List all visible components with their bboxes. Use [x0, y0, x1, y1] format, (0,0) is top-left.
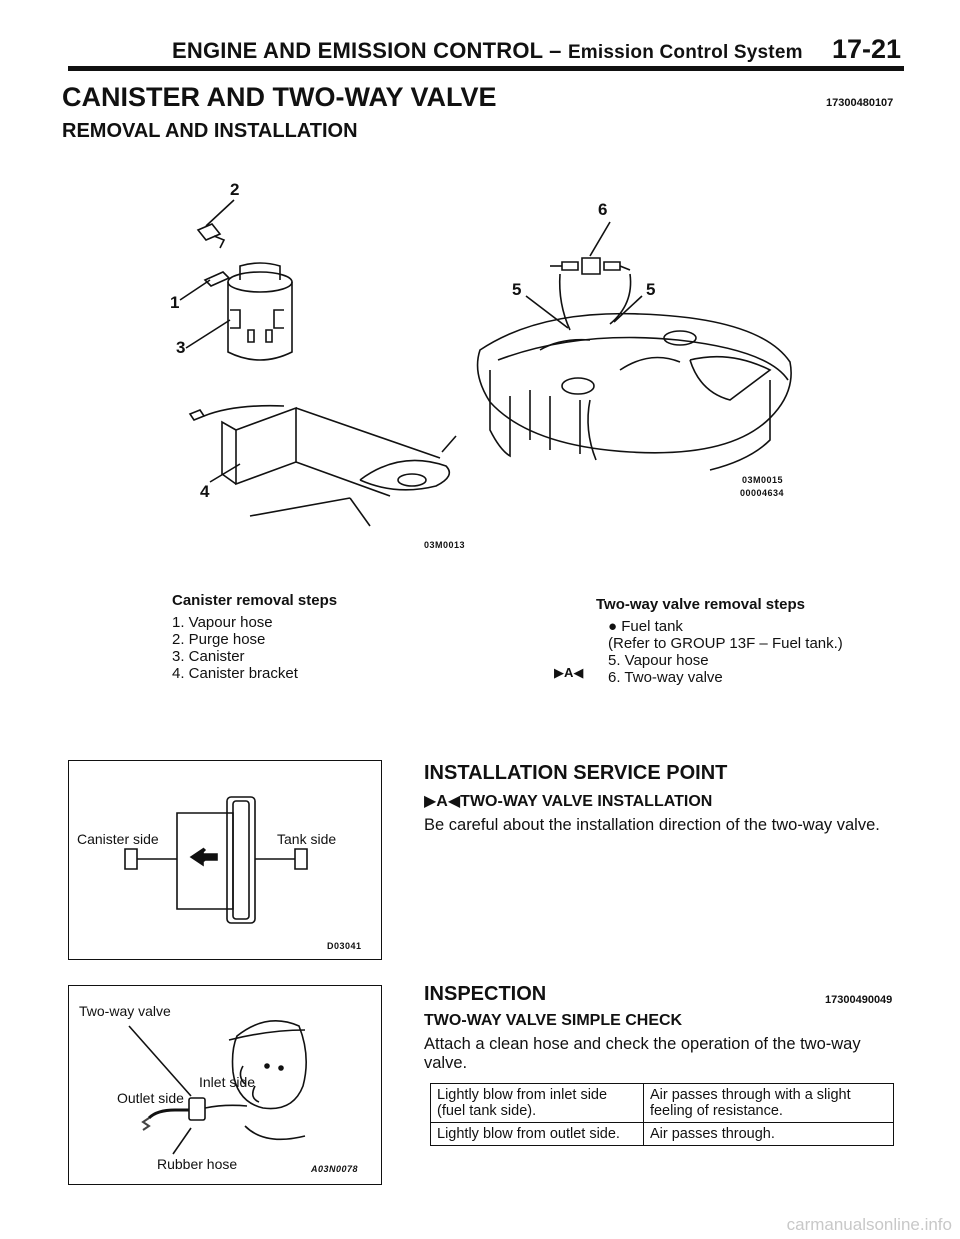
- header-title-separator: –: [542, 38, 568, 63]
- inspection-text: Attach a clean hose and check the operat…: [424, 1035, 861, 1072]
- tank-side-label: Tank side: [277, 831, 337, 847]
- valve-step-5: 5. Vapour hose: [608, 652, 709, 669]
- install-title: INSTALLATION SERVICE POINT: [424, 762, 728, 784]
- canister-step-2: 2. Purge hose: [172, 631, 266, 648]
- header-title: ENGINE AND EMISSION CONTROL – Emission C…: [172, 38, 803, 64]
- inspection-table: Lightly blow from inlet side (fuel tank …: [430, 1083, 895, 1146]
- valve-steps: Two-way valve removal steps ● Fuel tank …: [596, 596, 843, 686]
- inspection-subtitle: TWO-WAY VALVE SIMPLE CHECK: [424, 1012, 683, 1029]
- rubber-hose-label: Rubber hose: [157, 1156, 238, 1172]
- inspection-code: 17300490049: [825, 994, 893, 1006]
- fuel-tank-figure-code-2: 00004634: [740, 488, 785, 498]
- header-title-main: ENGINE AND EMISSION CONTROL: [172, 38, 543, 63]
- canister-steps-title: Canister removal steps: [172, 592, 338, 609]
- watermark: carmanualsonline.info: [786, 1215, 952, 1234]
- header-title-sub: Emission Control System: [567, 42, 803, 63]
- inspection-title: INSPECTION: [424, 983, 547, 1005]
- canister-step-4: 4. Canister bracket: [172, 665, 298, 682]
- valve-check-drawing: [69, 986, 381, 1184]
- install-subtitle-text: TWO-WAY VALVE INSTALLATION: [460, 793, 713, 810]
- callout-2: 2: [230, 180, 240, 199]
- inspection-action-1: Lightly blow from inlet side (fuel tank …: [430, 1083, 644, 1123]
- valve-direction-drawing: [69, 761, 381, 959]
- valve-direction-figure: Canister side Tank side D03041: [68, 760, 382, 960]
- valve-step-6-marker: ▶A◀: [554, 665, 584, 680]
- callout-3: 3: [176, 338, 186, 357]
- outlet-side-label: Outlet side: [117, 1090, 184, 1106]
- header-rule: [68, 66, 904, 71]
- valve-check-figure: Two-way valve Inlet side Outlet side Rub…: [68, 985, 382, 1185]
- canister-figure: 2 1 3 4: [150, 180, 480, 540]
- canister-drawing: [150, 180, 480, 540]
- callout-6: 6: [598, 200, 608, 219]
- valve-step-fuel-tank: ● Fuel tank: [608, 618, 683, 635]
- valve-step-6: 6. Two-way valve: [608, 669, 723, 686]
- canister-step-3: 3. Canister: [172, 648, 245, 665]
- inspection-action-2: Lightly blow from outlet side.: [430, 1122, 644, 1146]
- callout-4: 4: [200, 482, 210, 501]
- inlet-side-label: Inlet side: [199, 1074, 256, 1090]
- inspection-result-1: Air passes through with a slight feeling…: [642, 1083, 895, 1123]
- canister-step-1: 1. Vapour hose: [172, 614, 273, 631]
- canister-figure-code: 03M0013: [424, 540, 466, 550]
- valve-direction-figure-code: D03041: [327, 941, 362, 951]
- fuel-tank-drawing: [470, 200, 810, 500]
- two-way-valve-label: Two-way valve: [79, 1003, 171, 1019]
- callout-5-right: 5: [646, 280, 656, 299]
- callout-5-left: 5: [512, 280, 522, 299]
- callout-1: 1: [170, 293, 180, 312]
- valve-step-reference: (Refer to GROUP 13F – Fuel tank.): [608, 635, 843, 652]
- canister-side-label: Canister side: [77, 831, 159, 847]
- install-marker: ▶A◀: [424, 793, 461, 810]
- inspection-result-2: Air passes through.: [642, 1122, 895, 1146]
- valve-check-figure-code: A03N0078: [311, 1164, 359, 1174]
- section-subtitle: REMOVAL AND INSTALLATION: [62, 120, 358, 142]
- canister-steps: Canister removal steps 1. Vapour hose 2.…: [172, 592, 337, 682]
- valve-steps-title: Two-way valve removal steps: [596, 596, 805, 613]
- fuel-tank-figure-code-1: 03M0015: [742, 475, 784, 485]
- page-number: 17-21: [832, 34, 902, 64]
- table-row: Lightly blow from outlet side. Air passe…: [430, 1122, 895, 1146]
- section-code: 17300480107: [826, 97, 894, 109]
- install-text: Be careful about the installation direct…: [424, 816, 880, 834]
- install-subtitle: ▶A◀TWO-WAY VALVE INSTALLATION: [424, 791, 712, 811]
- fuel-tank-figure: 6 5 5: [470, 200, 810, 500]
- section-title: CANISTER AND TWO-WAY VALVE: [62, 82, 497, 112]
- table-row: Lightly blow from inlet side (fuel tank …: [430, 1083, 895, 1123]
